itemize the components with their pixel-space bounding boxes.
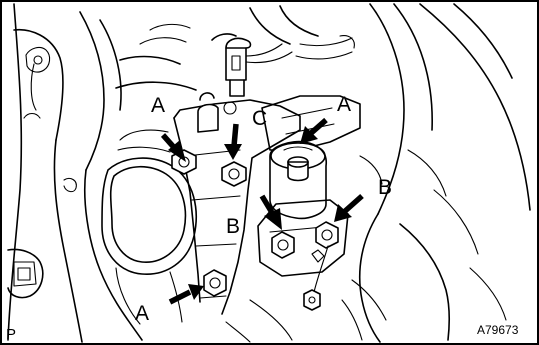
callout-a-bottom: A (135, 302, 149, 325)
figure-id: A79673 (477, 323, 519, 337)
callout-b-right: B (378, 176, 392, 199)
callout-a-top-left: A (151, 94, 165, 117)
arrow-c-center (224, 123, 242, 160)
callout-c-center: C (252, 107, 267, 130)
arrow-b-right (334, 193, 364, 222)
callout-b-left: B (226, 215, 240, 238)
arrow-a-bottom (168, 284, 204, 305)
callout-arrows (160, 117, 364, 305)
corner-label: P (6, 326, 16, 343)
arrow-a-top-left (160, 133, 186, 162)
arrow-b-left (259, 194, 282, 230)
callout-a-top-right: A (337, 93, 351, 116)
engine-background-linework (7, 3, 531, 343)
arrow-a-top-right (300, 117, 328, 144)
